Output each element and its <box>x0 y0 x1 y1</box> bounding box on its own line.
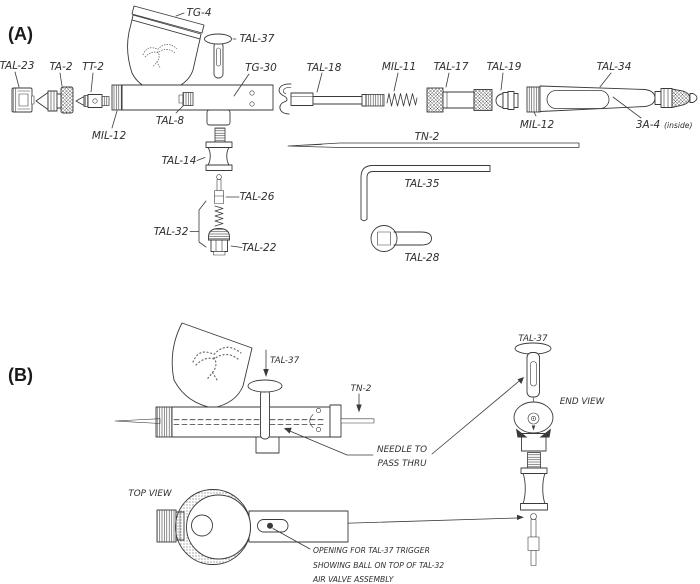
needle-tip-b <box>114 418 161 424</box>
body-endcap-b <box>329 404 342 438</box>
part-air-valve-spring <box>214 205 224 227</box>
label-tal34: TAL-34 <box>597 61 632 73</box>
label-tt2: TT-2 <box>82 61 104 73</box>
part-tal35-allen-wrench <box>360 165 491 222</box>
part-tal37-trigger <box>204 33 232 79</box>
label-tal19: TAL-19 <box>487 61 522 73</box>
body-b <box>171 406 331 438</box>
label-opening-note-2: SHOWING BALL ON TOP OF TAL-32 <box>313 561 444 570</box>
b-top-view <box>156 489 349 565</box>
label-mil11: MIL-11 <box>382 61 416 73</box>
top-view-cup-inner <box>186 494 251 560</box>
part-tal34-handle <box>526 85 698 113</box>
air-valve-housing-b <box>255 436 280 454</box>
part-tal19-coupler <box>495 91 519 110</box>
section-a: (A) <box>0 5 698 264</box>
label-tg4: TG-4 <box>186 7 211 19</box>
paint-cup-b <box>171 322 253 409</box>
label-tal17: TAL-17 <box>434 61 469 73</box>
valve-block-end <box>521 433 547 452</box>
part-tal8-screw <box>178 92 194 106</box>
label-opening-note-1: OPENING FOR TAL-37 TRIGGER <box>313 546 430 555</box>
part-tal18-needle-tube <box>278 83 385 115</box>
part-tn2-needle <box>287 142 580 148</box>
part-tal28-wrench <box>370 225 432 252</box>
label-mil12-left: MIL-12 <box>92 130 127 142</box>
label-tal22: TAL-22 <box>242 242 277 254</box>
leader-opening-note <box>272 528 311 550</box>
label-opening-note-3: AIR VALVE ASSEMBLY <box>312 575 395 584</box>
part-mil11-spring <box>386 93 418 107</box>
body-threads-b <box>155 406 173 438</box>
label-top-view: TOP VIEW <box>128 489 172 499</box>
part-tal23-cap <box>11 87 35 113</box>
part-tal26-valve-stem <box>214 174 224 204</box>
label-tal32: TAL-32 <box>154 226 189 238</box>
valve-barrel-end <box>522 473 546 504</box>
label-tal28: TAL-28 <box>405 252 440 264</box>
label-tg30: TG-30 <box>245 62 277 74</box>
top-view-threads <box>156 509 177 543</box>
leader-needle-pass-thru <box>284 377 524 456</box>
label-mil12-right: MIL-12 <box>520 119 555 131</box>
section-a-marker: (A) <box>8 24 33 44</box>
label-tn2: TN-2 <box>415 131 440 143</box>
part-tg4-lid <box>131 5 205 40</box>
label-tal14: TAL-14 <box>162 155 197 167</box>
label-tal35: TAL-35 <box>405 178 440 190</box>
label-3a4: 3A-4 <box>636 119 660 131</box>
part-tg30-body <box>111 84 274 111</box>
leader-lines-a <box>14 12 642 248</box>
label-tal18: TAL-18 <box>307 62 342 74</box>
part-tal14-barrel <box>205 127 233 171</box>
b-end-view <box>288 342 554 566</box>
label-tal26: TAL-26 <box>240 191 275 203</box>
part-ta2-head <box>35 86 74 114</box>
label-tal23: TAL-23 <box>0 60 34 72</box>
label-tal37-end: TAL-37 <box>518 334 548 344</box>
label-needle-note-1: NEEDLE TO <box>377 445 427 455</box>
part-tal22-valve-cap <box>208 228 230 256</box>
part-valve-housing <box>206 109 231 126</box>
label-needle-note-2: PASS THRU <box>377 459 427 469</box>
section-b: (B) <box>8 322 605 584</box>
part-tal17-adapter <box>426 87 493 113</box>
label-tal8: TAL-8 <box>156 115 184 127</box>
trigger-b <box>247 379 283 440</box>
top-view-cup-hole <box>191 514 213 537</box>
valve-ball-dot <box>267 522 273 529</box>
section-b-marker: (B) <box>8 365 33 385</box>
label-tal37: TAL-37 <box>240 33 275 45</box>
part-tt2-tip <box>75 94 110 108</box>
label-tn2-b: TN-2 <box>351 384 372 394</box>
label-tal37-side: TAL-37 <box>270 356 300 366</box>
label-3a4-note: (inside) <box>664 121 692 130</box>
valve-stem-end <box>527 513 540 566</box>
label-ta2: TA-2 <box>49 61 72 73</box>
valve-threads-end <box>527 452 541 469</box>
b-side-view <box>114 322 375 454</box>
needle-rear-b <box>340 418 375 424</box>
label-end-view: END VIEW <box>560 397 605 407</box>
